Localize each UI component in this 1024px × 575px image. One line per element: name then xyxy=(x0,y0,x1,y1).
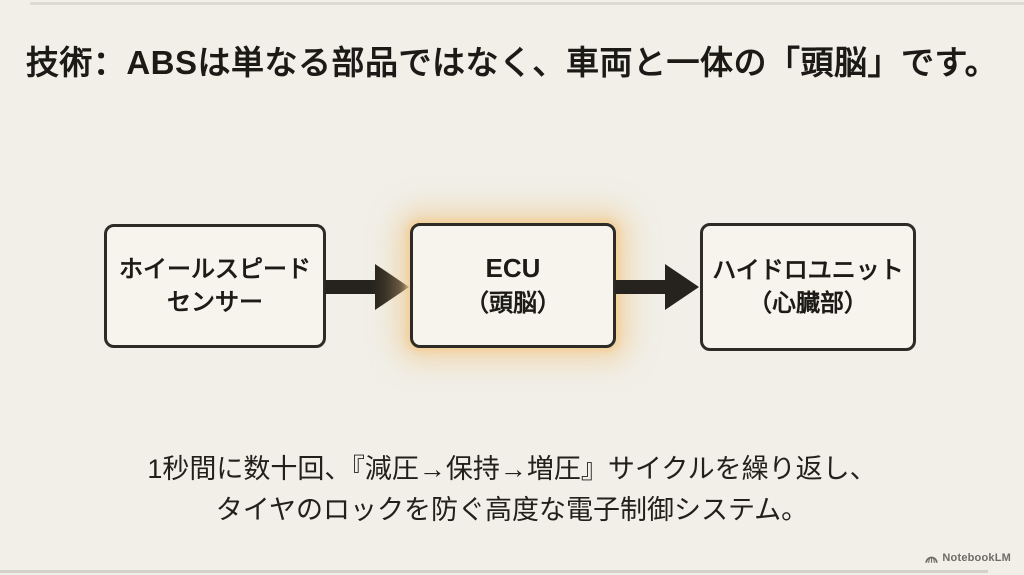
arrow-right-icon xyxy=(325,263,409,311)
caption: 1秒間に数十回、『減圧→保持→増圧』サイクルを繰り返し、 タイヤのロックを防ぐ高… xyxy=(0,449,1024,531)
notebooklm-watermark: NotebookLM xyxy=(925,551,1011,565)
box-label-line: ハイドロユニット xyxy=(712,257,904,284)
flow-box-hydro-unit: ハイドロユニット （心臓部） xyxy=(700,223,916,351)
box-label-line: （頭脳） xyxy=(465,289,561,317)
flow-box-wheel-speed-sensor: ホイールスピード センサー xyxy=(104,224,326,348)
bottom-edge-line xyxy=(0,570,988,573)
caption-line-1: 1秒間に数十回、『減圧→保持→増圧』サイクルを繰り返し、 xyxy=(147,454,877,484)
caption-line-2: タイヤのロックを防ぐ高度な電子制御システム。 xyxy=(215,495,809,525)
notebooklm-logo-icon xyxy=(925,553,939,564)
top-edge-line xyxy=(30,2,1024,5)
box-label-line: センサー xyxy=(167,289,263,316)
box-label-line: ECU xyxy=(485,252,541,283)
box-label-line: ホイールスピード xyxy=(119,256,311,283)
slide-title: 技術：ABSは単なる部品ではなく、車両と一体の「頭脳」です。 xyxy=(25,44,999,81)
arrow-right-icon xyxy=(615,263,699,311)
box-label-line: （心臓部） xyxy=(748,290,868,317)
flow-box-ecu: ECU （頭脳） xyxy=(410,223,616,348)
watermark-label: NotebookLM xyxy=(942,552,1011,564)
